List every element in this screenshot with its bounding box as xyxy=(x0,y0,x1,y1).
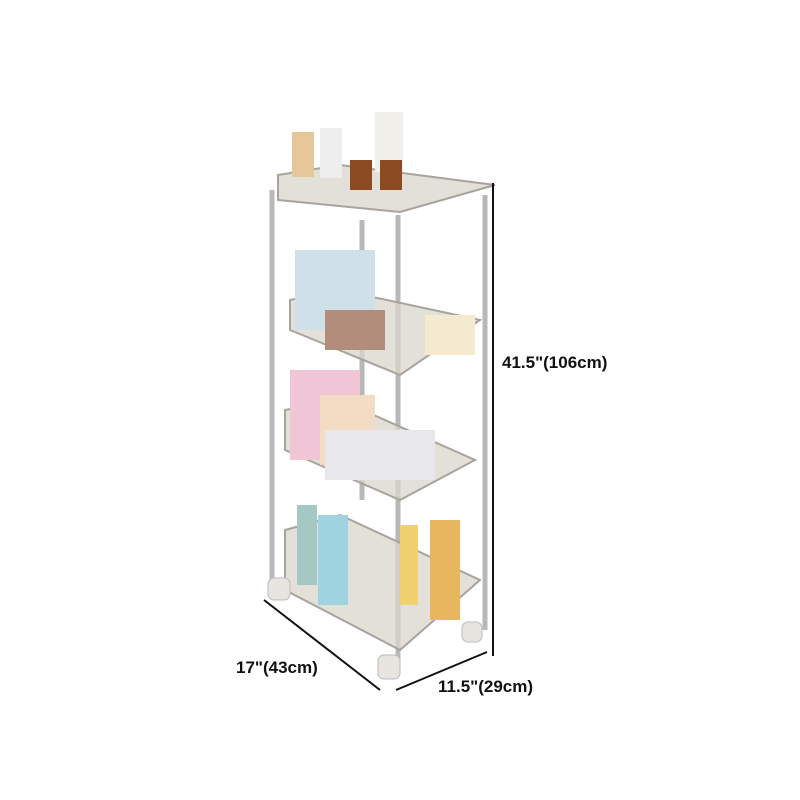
depth-label: 17"(43cm) xyxy=(236,658,318,677)
width-label: 11.5"(29cm) xyxy=(438,677,534,696)
cart-wheels xyxy=(267,577,483,680)
depth-dimension-line xyxy=(263,599,381,691)
width-dimension-line xyxy=(395,651,488,691)
cosmetic-products xyxy=(290,112,475,620)
dimension-lines xyxy=(263,183,494,691)
height-label: 41.5"(106cm) xyxy=(502,353,608,372)
